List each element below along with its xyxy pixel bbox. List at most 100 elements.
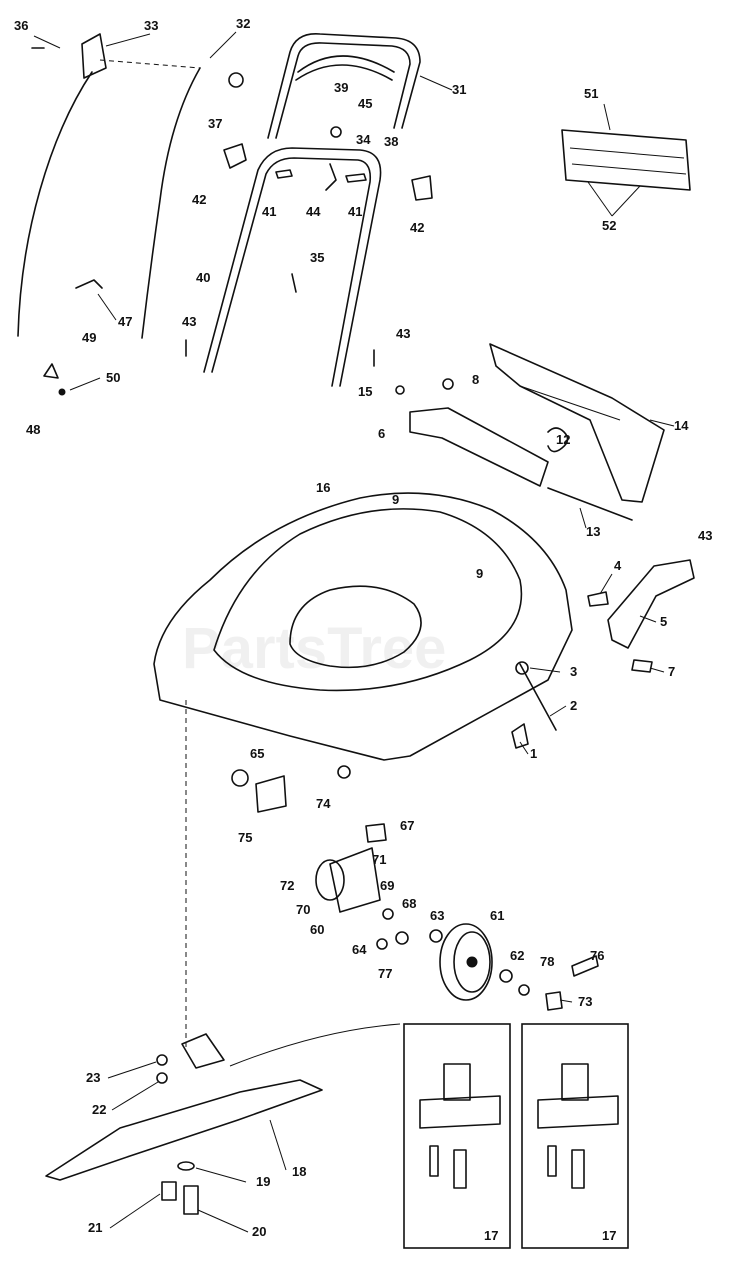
- callout-65: 65: [250, 746, 264, 761]
- callout-37: 37: [208, 116, 222, 131]
- clip-44: [325, 163, 337, 191]
- callout-64: 64: [352, 942, 367, 957]
- callout-4: 4: [614, 558, 622, 573]
- callout-21: 21: [88, 1220, 102, 1235]
- height-plate-72: [315, 859, 345, 901]
- lower-handle: [203, 147, 382, 387]
- nut-65: [231, 769, 249, 787]
- inset-box-left: [403, 1023, 511, 1249]
- carriage-bolt-41b: [345, 173, 367, 183]
- washer-77: [395, 931, 409, 945]
- callout-72: 72: [280, 878, 294, 893]
- callout-5: 5: [660, 614, 667, 629]
- callout-78: 78: [540, 954, 554, 969]
- callout-42a: 42: [192, 192, 206, 207]
- mower-deck: [153, 492, 573, 761]
- bracket-75: [255, 775, 287, 813]
- callout-14: 14: [674, 418, 689, 433]
- nut-73: [545, 991, 563, 1011]
- nut-3: [515, 661, 529, 675]
- handle-bracket-left: [223, 143, 247, 169]
- callout-15: 15: [358, 384, 372, 399]
- axle-bracket: [409, 407, 549, 487]
- callout-9a: 9: [392, 492, 399, 507]
- pin-35: [291, 273, 297, 293]
- upper-handle: [267, 33, 421, 139]
- leader-lines: [33, 31, 675, 1233]
- callout-35: 35: [310, 250, 324, 265]
- knob-37: [228, 72, 244, 88]
- callout-19: 19: [256, 1174, 270, 1189]
- height-lever-2: [519, 663, 557, 731]
- callout-43c: 43: [698, 528, 712, 543]
- callout-73: 73: [578, 994, 592, 1009]
- callout-1: 1: [530, 746, 537, 761]
- watermark: PartsTree: [182, 616, 446, 681]
- bolt-7: [631, 659, 653, 673]
- nut-64: [376, 938, 388, 950]
- callout-31: 31: [452, 82, 466, 97]
- nut-15: [395, 385, 405, 395]
- carriage-bolt-41a: [275, 169, 293, 179]
- callout-40: 40: [196, 270, 210, 285]
- callout-34: 34: [356, 132, 371, 147]
- bolt-1: [511, 723, 529, 749]
- right-rear-bracket: [607, 559, 695, 649]
- callout-41b: 41: [348, 204, 362, 219]
- callout-38: 38: [384, 134, 398, 149]
- washer-19: [177, 1161, 195, 1171]
- washer-78: [518, 984, 530, 996]
- washer-62: [499, 969, 513, 983]
- callout-44: 44: [306, 204, 321, 219]
- callout-8: 8: [472, 372, 479, 387]
- clip-48: [43, 363, 59, 379]
- callout-18: 18: [292, 1164, 306, 1179]
- callout-12: 12: [556, 432, 570, 447]
- callout-43a: 43: [182, 314, 196, 329]
- callout-9b: 9: [476, 566, 483, 581]
- nut-63: [429, 929, 443, 943]
- callout-48: 48: [26, 422, 40, 437]
- callout-17a: 17: [484, 1228, 498, 1243]
- callout-20: 20: [252, 1224, 266, 1239]
- rear-deflector: [489, 343, 665, 503]
- rear-guard: [561, 129, 691, 191]
- callout-47: 47: [118, 314, 132, 329]
- drive-cable: [141, 67, 201, 339]
- callout-32: 32: [236, 16, 250, 31]
- callout-17b: 17: [602, 1228, 616, 1243]
- bolt-68: [382, 908, 394, 920]
- callout-33: 33: [144, 18, 158, 33]
- callout-41a: 41: [262, 204, 276, 219]
- callout-23: 23: [86, 1070, 100, 1085]
- callout-51: 51: [584, 86, 598, 101]
- bolt-20: [183, 1185, 199, 1215]
- nut-23: [156, 1072, 168, 1084]
- callout-67: 67: [400, 818, 414, 833]
- callout-3: 3: [570, 664, 577, 679]
- handle-bracket-right: [411, 175, 433, 201]
- bolt-4: [587, 591, 609, 607]
- height-arm-71: [329, 847, 381, 913]
- adapter-variant-right: [537, 1063, 619, 1189]
- callout-36: 36: [14, 18, 28, 33]
- callout-60: 60: [310, 922, 324, 937]
- adapter-variant-left: [419, 1063, 501, 1189]
- callout-7: 7: [668, 664, 675, 679]
- clip-67: [365, 823, 387, 843]
- bracket-47: [75, 279, 103, 289]
- torsion-spring: [547, 427, 569, 453]
- callout-39: 39: [334, 80, 348, 95]
- callout-76: 76: [590, 948, 604, 963]
- callout-62: 62: [510, 948, 524, 963]
- callout-16: 16: [316, 480, 330, 495]
- callout-70: 70: [296, 902, 310, 917]
- callout-68: 68: [402, 896, 416, 911]
- wheel-bolt-76: [571, 955, 599, 977]
- control-cable: [17, 71, 93, 337]
- callout-2: 2: [570, 698, 577, 713]
- callout-75: 75: [238, 830, 252, 845]
- callout-49: 49: [82, 330, 96, 345]
- callout-13: 13: [586, 524, 600, 539]
